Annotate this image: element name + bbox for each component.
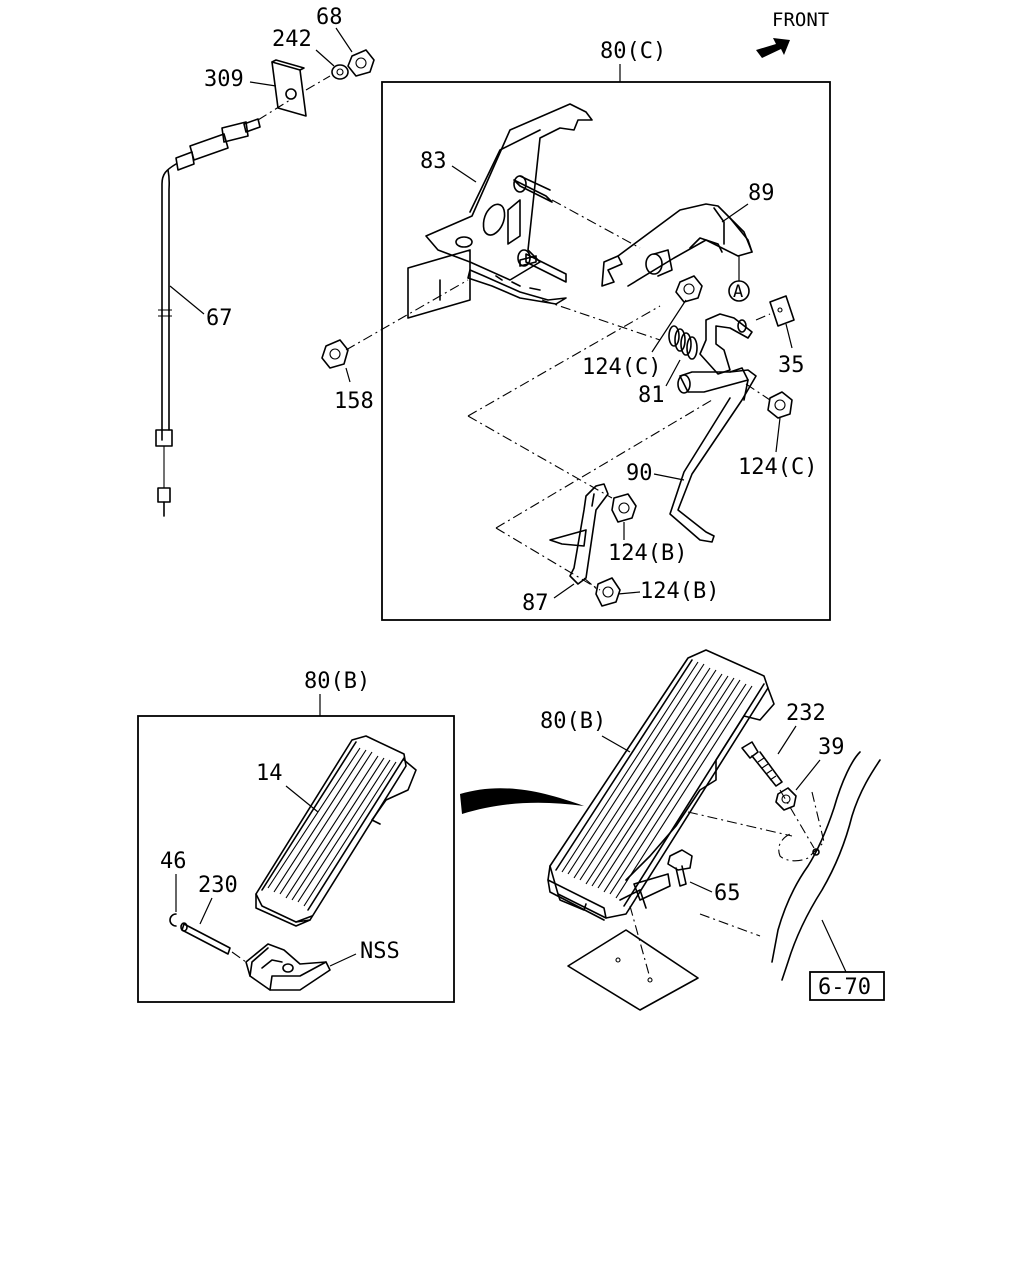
spring-81 [668,325,698,360]
throttle-cable-67 [155,118,261,517]
pedal-pad-14 [255,735,417,927]
nut-242 [331,64,349,80]
callout-67: 67 [206,306,233,331]
dash-panel-outline [687,751,881,981]
callout-309: 309 [204,67,244,92]
nut-124c-upper [675,275,703,303]
bracket-309 [271,59,307,117]
hinge-bracket-nss [245,943,331,991]
callout-158: 158 [334,389,374,414]
nut-124c-right [767,391,793,419]
bolt-65 [667,849,693,887]
callout-68: 68 [316,5,343,30]
nut-68 [347,49,375,77]
curved-pointer-arrow [460,788,584,814]
pin-230 [180,922,231,955]
callout-39: 39 [818,735,845,760]
callout-65: 65 [714,881,741,906]
assembly-box-80c [381,81,831,621]
pedal-assembly-80b [547,649,775,921]
callout-124b-lower: 124(B) [640,579,719,604]
callout-232: 232 [786,701,826,726]
floor-plate [567,929,699,1011]
nut-39 [775,787,797,811]
accelerator-arm-90 [669,313,757,543]
assembly-box-80b [137,715,455,1003]
callout-124c-upper: 124(C) [582,355,661,380]
pedal-bracket-83 [407,103,593,319]
callout-14: 14 [256,761,283,786]
nut-124b-upper [611,493,637,523]
callout-90: 90 [626,461,653,486]
callout-124b-upper: 124(B) [608,541,687,566]
link-rod-87 [549,483,609,585]
nut-158 [321,339,349,369]
circled-marker-label: A [733,282,743,302]
callout-46: 46 [160,849,187,874]
lever-89 [601,203,753,287]
front-arrow-icon [756,38,790,58]
bolt-232 [741,741,783,787]
callout-80b-assembly: 80(B) [540,709,606,734]
e-ring-46 [169,913,177,927]
callout-87: 87 [522,591,549,616]
callout-35: 35 [778,353,805,378]
reference-label: 6-70 [818,975,871,1000]
callout-83: 83 [420,149,447,174]
callout-230: 230 [198,873,238,898]
bottom-group-label: 80(B) [304,669,370,694]
clip-35 [769,295,795,327]
callout-89: 89 [748,181,775,206]
callout-242: 242 [272,27,312,52]
reference-box [809,971,885,1001]
callout-124c-right: 124(C) [738,455,817,480]
nut-124b-lower [595,577,621,607]
callout-nss: NSS [360,939,400,964]
callout-81: 81 [638,383,665,408]
top-group-label: 80(C) [600,39,666,64]
front-label: FRONT [772,9,829,31]
